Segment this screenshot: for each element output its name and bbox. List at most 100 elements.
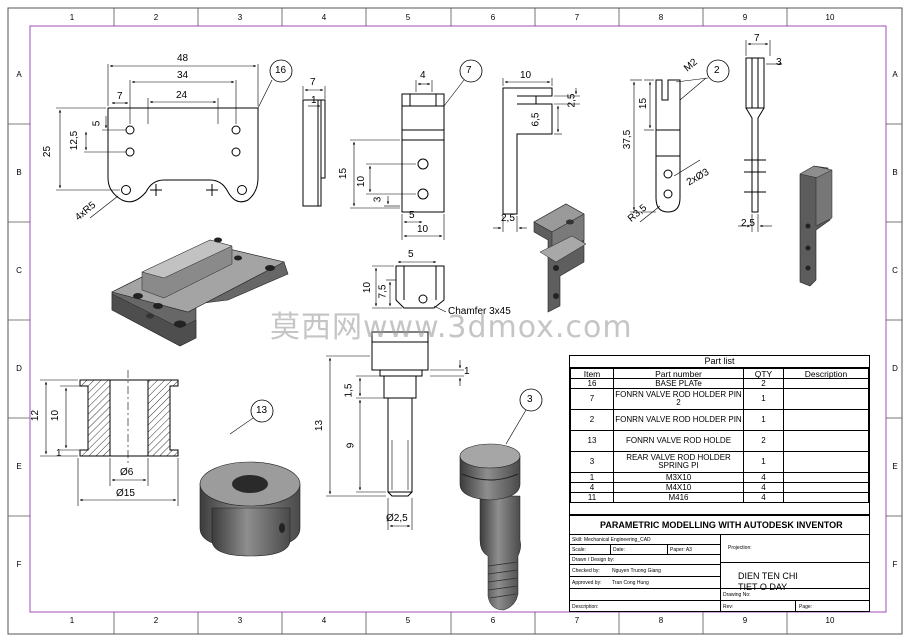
dim-plate-24: 24 [176,90,188,101]
dim-spring-1: 1 [464,366,470,377]
holder-pin2-front-view [401,93,445,213]
header-part-number: Part number [613,368,744,379]
dim-pin2side-10: 10 [520,70,532,81]
zone-row-c-right: C [892,266,898,275]
title-block-name-line1: DIEN TEN CHI [738,571,798,581]
title-block-skill: Skill: Mechanical Engineering_CAD [572,537,651,543]
zone-row-f: F [16,560,22,569]
title-block-page: Page: [799,604,813,610]
dim-plate-5: 5 [91,120,103,127]
zone-col-9-bottom: 9 [742,616,748,625]
title-block-drawing-no: Drawing No: [723,592,751,598]
zone-col-3: 3 [237,13,243,22]
cell-qty: 4 [743,482,784,493]
zone-col-3-bottom: 3 [237,616,243,625]
balloon-3-label: 3 [527,394,533,405]
title-block-approved-label: Approved by: [572,580,602,586]
zone-col-4: 4 [321,13,327,22]
title-block-description: Description: [572,604,599,610]
title-block-checked: Nguyen Truong Giang [612,568,661,574]
zone-row-a-right: A [892,70,898,79]
zone-row-a: A [16,70,22,79]
cell-qty: 4 [743,472,784,483]
title-block-projection: Projection: [728,545,752,551]
zone-col-2: 2 [153,13,159,22]
cell-qty: 2 [743,430,784,452]
table-row: 3 REAR VALVE ROD HOLDER SPRING PI 1 [570,451,869,473]
parts-list: Part list Item Part number QTY Descripti… [569,355,870,515]
zone-col-1: 1 [69,13,75,22]
dim-bush-10: 10 [50,409,62,422]
cell-desc [783,482,869,493]
zone-col-7-bottom: 7 [574,616,580,625]
header-description: Description [783,368,869,379]
dim-top-5: 5 [408,249,414,260]
base-plate-3d-view [111,237,289,347]
dim-spring-9: 9 [345,442,357,449]
title-block-approved: Tran Cong Hung [612,580,649,586]
dim-top-10: 10 [362,281,374,294]
dim-pin2side-2-5-bottom: 2,5 [501,213,515,224]
zone-row-f-right: F [892,560,898,569]
dim-bush-d6: Ø6 [120,467,134,478]
zone-row-e-right: E [892,462,898,471]
inner-frame [29,25,887,613]
header-qty: QTY [743,368,784,379]
title-block-checked-label: Checked by: [572,568,600,574]
dim-bush-1: 1 [56,448,62,459]
cell-desc [783,492,869,503]
dim-holder-37-5: 37,5 [622,129,634,150]
zone-col-5: 5 [405,13,411,22]
holder-pin2-top-view [395,265,445,309]
cell-part: FONRN VALVE ROD HOLDER PIN 2 [613,388,744,410]
dim-plate-7: 7 [117,91,123,102]
zone-row-c: C [16,266,22,275]
cell-part: FONRN VALVE ROD HOLDER PIN [613,409,744,431]
dim-pin2side-6-5: 6,5 [530,112,542,127]
cell-item: 1 [570,472,614,483]
parts-list-title: Part list [570,356,869,368]
cell-desc [783,430,869,452]
cell-item: 7 [570,388,614,410]
base-plate-side-view [302,99,326,207]
dim-plate-48: 48 [177,53,189,64]
zone-col-7: 7 [574,13,580,22]
outer-frame [7,7,903,635]
zone-col-4-bottom: 4 [321,616,327,625]
dim-holderside-3: 3 [776,57,782,68]
base-plate-dimensions [56,64,273,219]
dim-pin2-15: 15 [338,167,350,180]
dim-pin2-5: 5 [409,210,415,221]
title-block-drawn: Drawn / Design by: [572,557,615,563]
dim-plate-12-5: 12,5 [69,130,81,151]
holder-pin2-3d-view [533,203,587,313]
cell-desc [783,472,869,483]
holder-pin2-side-view [502,87,553,215]
title-block: PARAMETRIC MODELLING WITH AUTODESK INVEN… [569,515,870,612]
table-row: 7 FONRN VALVE ROD HOLDER PIN 2 1 [570,388,869,410]
zone-col-8: 8 [658,13,664,22]
dim-pin2side-2-5: 2,5 [566,93,578,108]
holder-pin-3d-view [799,165,833,287]
title-block-paper: Paper: A3 [670,547,692,553]
title-block-date: Date: [613,547,625,553]
dim-spring-13: 13 [314,419,326,432]
zone-col-5-bottom: 5 [405,616,411,625]
spring-pin-3d-view [459,409,527,611]
cell-item: 13 [570,430,614,452]
cell-item: 4 [570,482,614,493]
zone-row-d: D [16,364,22,373]
zone-col-1-bottom: 1 [69,616,75,625]
balloon-16-label: 16 [275,65,287,76]
title-block-title: PARAMETRIC MODELLING WITH AUTODESK INVEN… [600,520,843,530]
base-plate-front-view [107,107,259,203]
zone-col-6-bottom: 6 [490,616,496,625]
zone-col-8-bottom: 8 [658,616,664,625]
parts-list-header: Item Part number QTY Description [570,368,869,379]
dim-side-7: 7 [310,77,316,88]
dim-spring-d2-5: Ø2,5 [386,513,408,524]
zone-row-e: E [16,462,22,471]
zone-col-2-bottom: 2 [153,616,159,625]
zone-col-9: 9 [742,13,748,22]
